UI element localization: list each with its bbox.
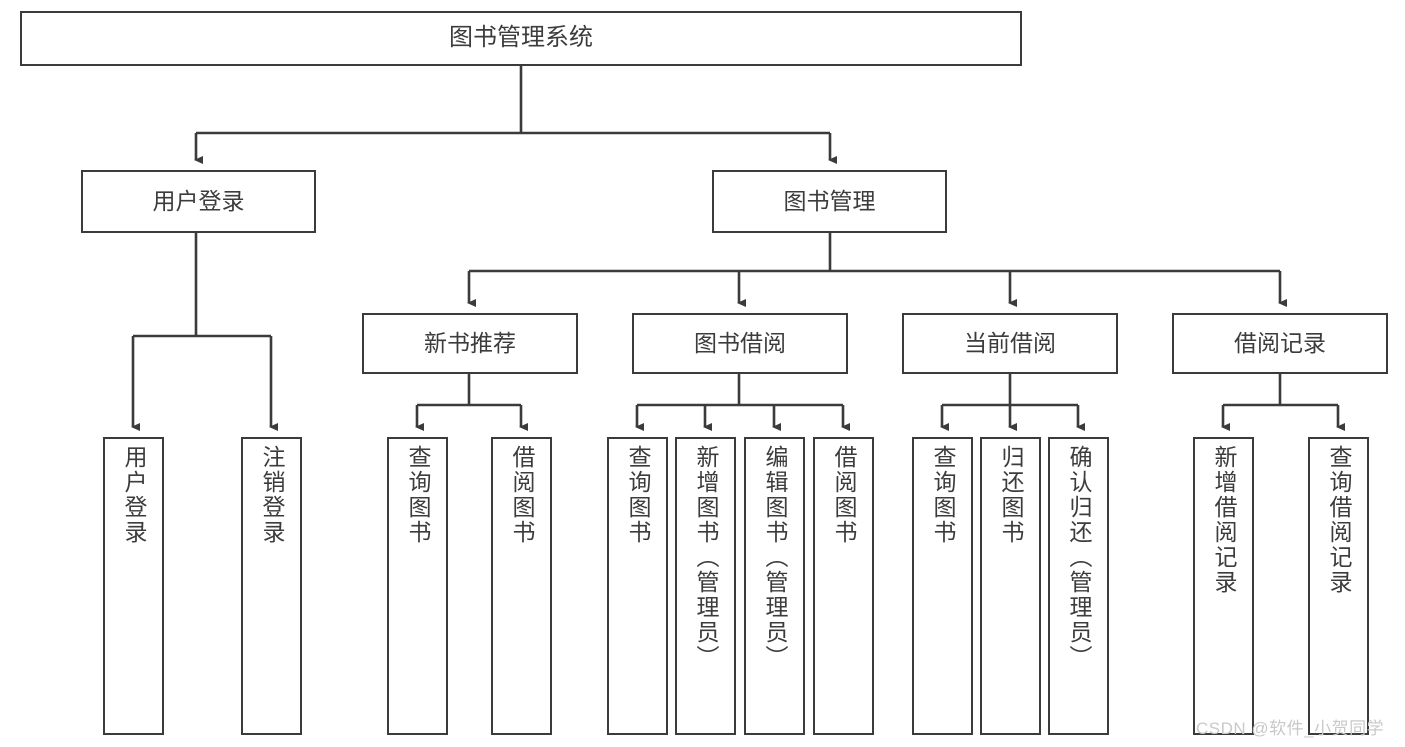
node-leaf-edit-book[interactable]: 编辑图书（管理员） xyxy=(744,437,805,735)
node-leaf-add-book[interactable]: 新增图书（管理员） xyxy=(675,437,736,735)
node-label: 查询图书 xyxy=(405,445,431,545)
node-user-login[interactable]: 用户登录 xyxy=(81,170,316,233)
node-label: 当前借阅 xyxy=(964,329,1056,356)
node-label: 借阅记录 xyxy=(1234,329,1326,356)
node-leaf-logout-login[interactable]: 注销登录 xyxy=(241,437,302,735)
node-borrow-record[interactable]: 借阅记录 xyxy=(1172,313,1388,374)
watermark: CSDN @软件_小贺同学 xyxy=(1196,719,1385,738)
node-label: 新增借阅记录 xyxy=(1211,445,1237,595)
node-current-borrow[interactable]: 当前借阅 xyxy=(902,313,1118,374)
node-label: 查询图书 xyxy=(625,445,651,545)
node-label: 用户登录 xyxy=(121,445,147,545)
node-leaf-query-book-3[interactable]: 查询图书 xyxy=(912,437,973,735)
node-label: 图书管理 xyxy=(783,187,876,214)
node-leaf-user-login[interactable]: 用户登录 xyxy=(103,437,164,735)
node-new-book-recommend[interactable]: 新书推荐 xyxy=(362,313,578,374)
node-label: 新增图书（管理员） xyxy=(693,445,719,670)
node-leaf-confirm-return[interactable]: 确认归还（管理员） xyxy=(1048,437,1109,735)
node-label: 新书推荐 xyxy=(424,329,516,356)
node-book-manage[interactable]: 图书管理 xyxy=(712,170,947,233)
node-leaf-borrow-book-1[interactable]: 借阅图书 xyxy=(491,437,552,735)
node-label: 图书管理系统 xyxy=(449,24,593,52)
node-book-borrow[interactable]: 图书借阅 xyxy=(632,313,848,374)
node-leaf-query-book-1[interactable]: 查询图书 xyxy=(387,437,448,735)
node-label: 编辑图书（管理员） xyxy=(762,445,788,670)
node-root-system[interactable]: 图书管理系统 xyxy=(20,11,1022,66)
node-label: 借阅图书 xyxy=(831,445,857,545)
node-label: 归还图书 xyxy=(998,445,1024,545)
node-leaf-query-book-2[interactable]: 查询图书 xyxy=(607,437,668,735)
node-label: 确认归还（管理员） xyxy=(1066,445,1092,670)
node-leaf-query-record[interactable]: 查询借阅记录 xyxy=(1308,437,1369,735)
node-leaf-return-book[interactable]: 归还图书 xyxy=(980,437,1041,735)
node-label: 图书借阅 xyxy=(694,329,786,356)
node-label: 查询图书 xyxy=(930,445,956,545)
node-leaf-add-record[interactable]: 新增借阅记录 xyxy=(1193,437,1254,735)
node-label: 用户登录 xyxy=(152,187,245,214)
node-label: 注销登录 xyxy=(259,445,285,545)
node-label: 查询借阅记录 xyxy=(1326,445,1352,595)
node-label: 借阅图书 xyxy=(509,445,535,545)
node-leaf-borrow-book-2[interactable]: 借阅图书 xyxy=(813,437,874,735)
